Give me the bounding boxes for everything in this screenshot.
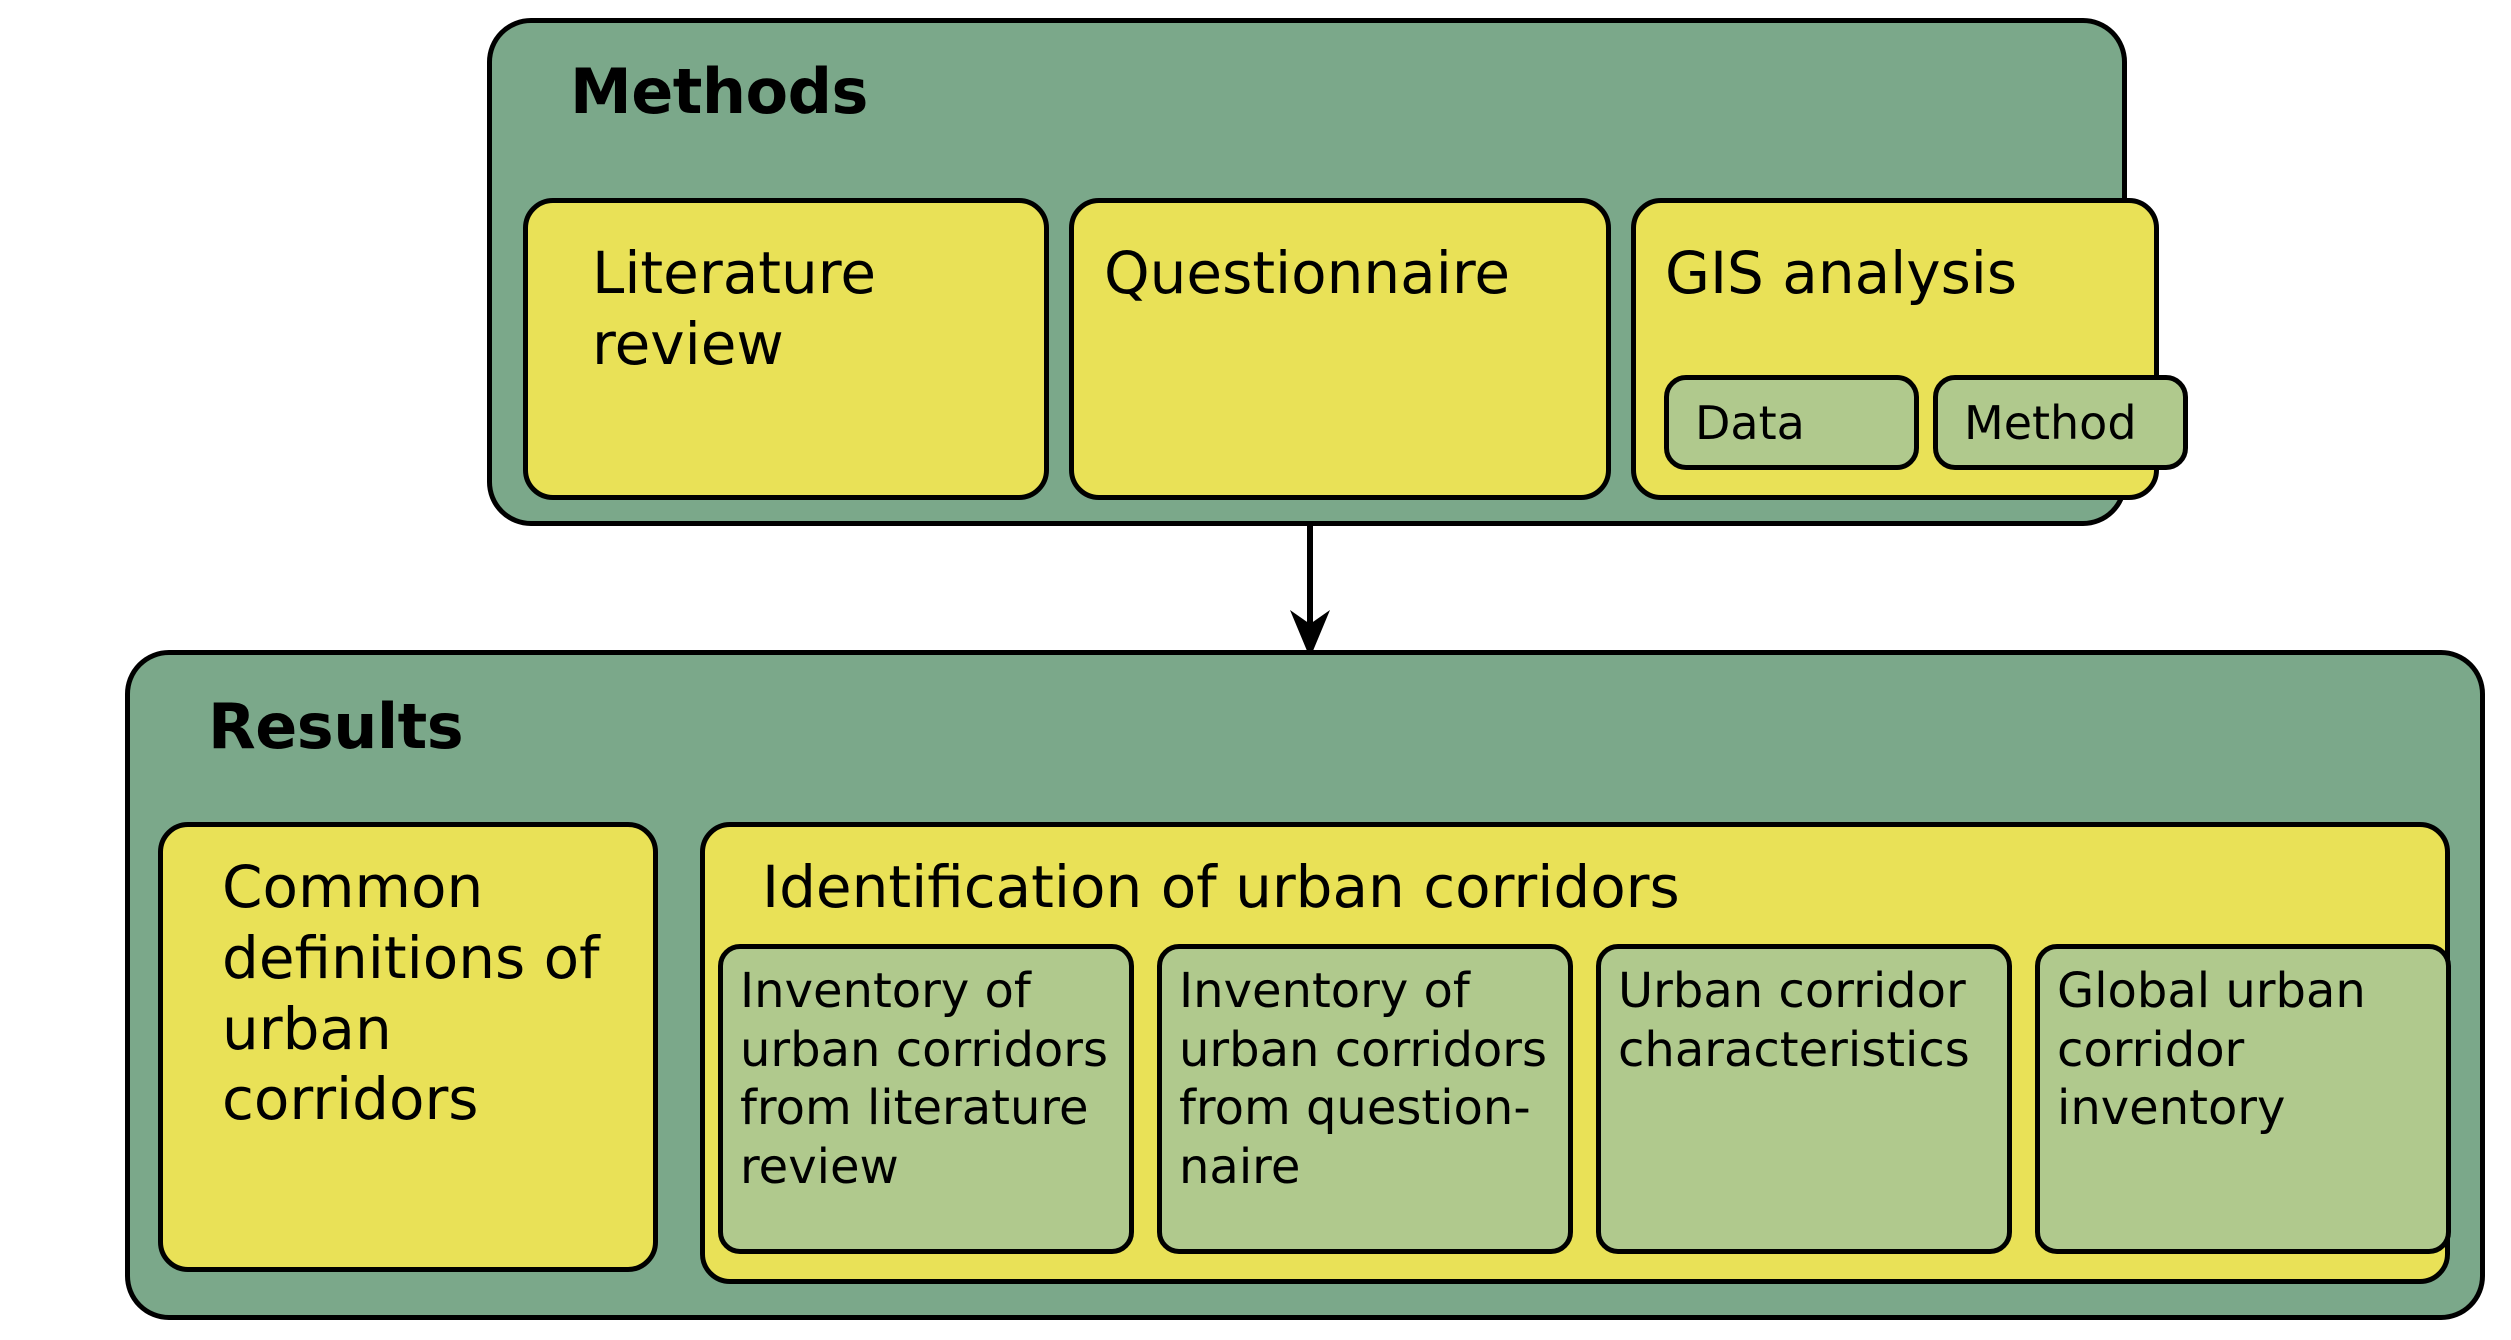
gis-method-label: Method (1964, 396, 2137, 450)
urban-corridor-characteristics-label: Urban corridor characteristics (1618, 963, 1970, 1078)
inventory-from-questionnaire-box (1157, 944, 1573, 1254)
literature-review-box (523, 198, 1049, 500)
questionnaire-box (1069, 198, 1611, 500)
common-definitions-box (158, 822, 658, 1272)
inventory-from-literature-review-label: Inventory of urban corridors from litera… (740, 963, 1109, 1195)
identification-of-urban-corridors-label: Identification of urban corridors (762, 853, 1680, 921)
gis-analysis-label: GIS analysis (1665, 239, 2018, 307)
inventory-from-literature-review-box (718, 944, 1134, 1254)
urban-corridor-characteristics-box (1596, 944, 2012, 1254)
gis-method-box (1933, 375, 2188, 470)
downward-arrow-icon (1290, 524, 1330, 658)
gis-data-box (1664, 375, 1919, 470)
results-group-title: Results (208, 690, 464, 763)
global-urban-corridor-inventory-label: Global urban corridor inventory (2057, 963, 2366, 1137)
common-definitions-label: Common definitions of urban corridors (222, 853, 600, 1134)
questionnaire-label: Questionnaire (1104, 239, 1511, 307)
literature-review-label: Literature review (592, 239, 876, 378)
gis-data-label: Data (1695, 396, 1805, 450)
inventory-from-questionnaire-label: Inventory of urban corridors from questi… (1179, 963, 1548, 1195)
global-urban-corridor-inventory-box (2035, 944, 2451, 1254)
methods-group-title: Methods (570, 55, 868, 128)
